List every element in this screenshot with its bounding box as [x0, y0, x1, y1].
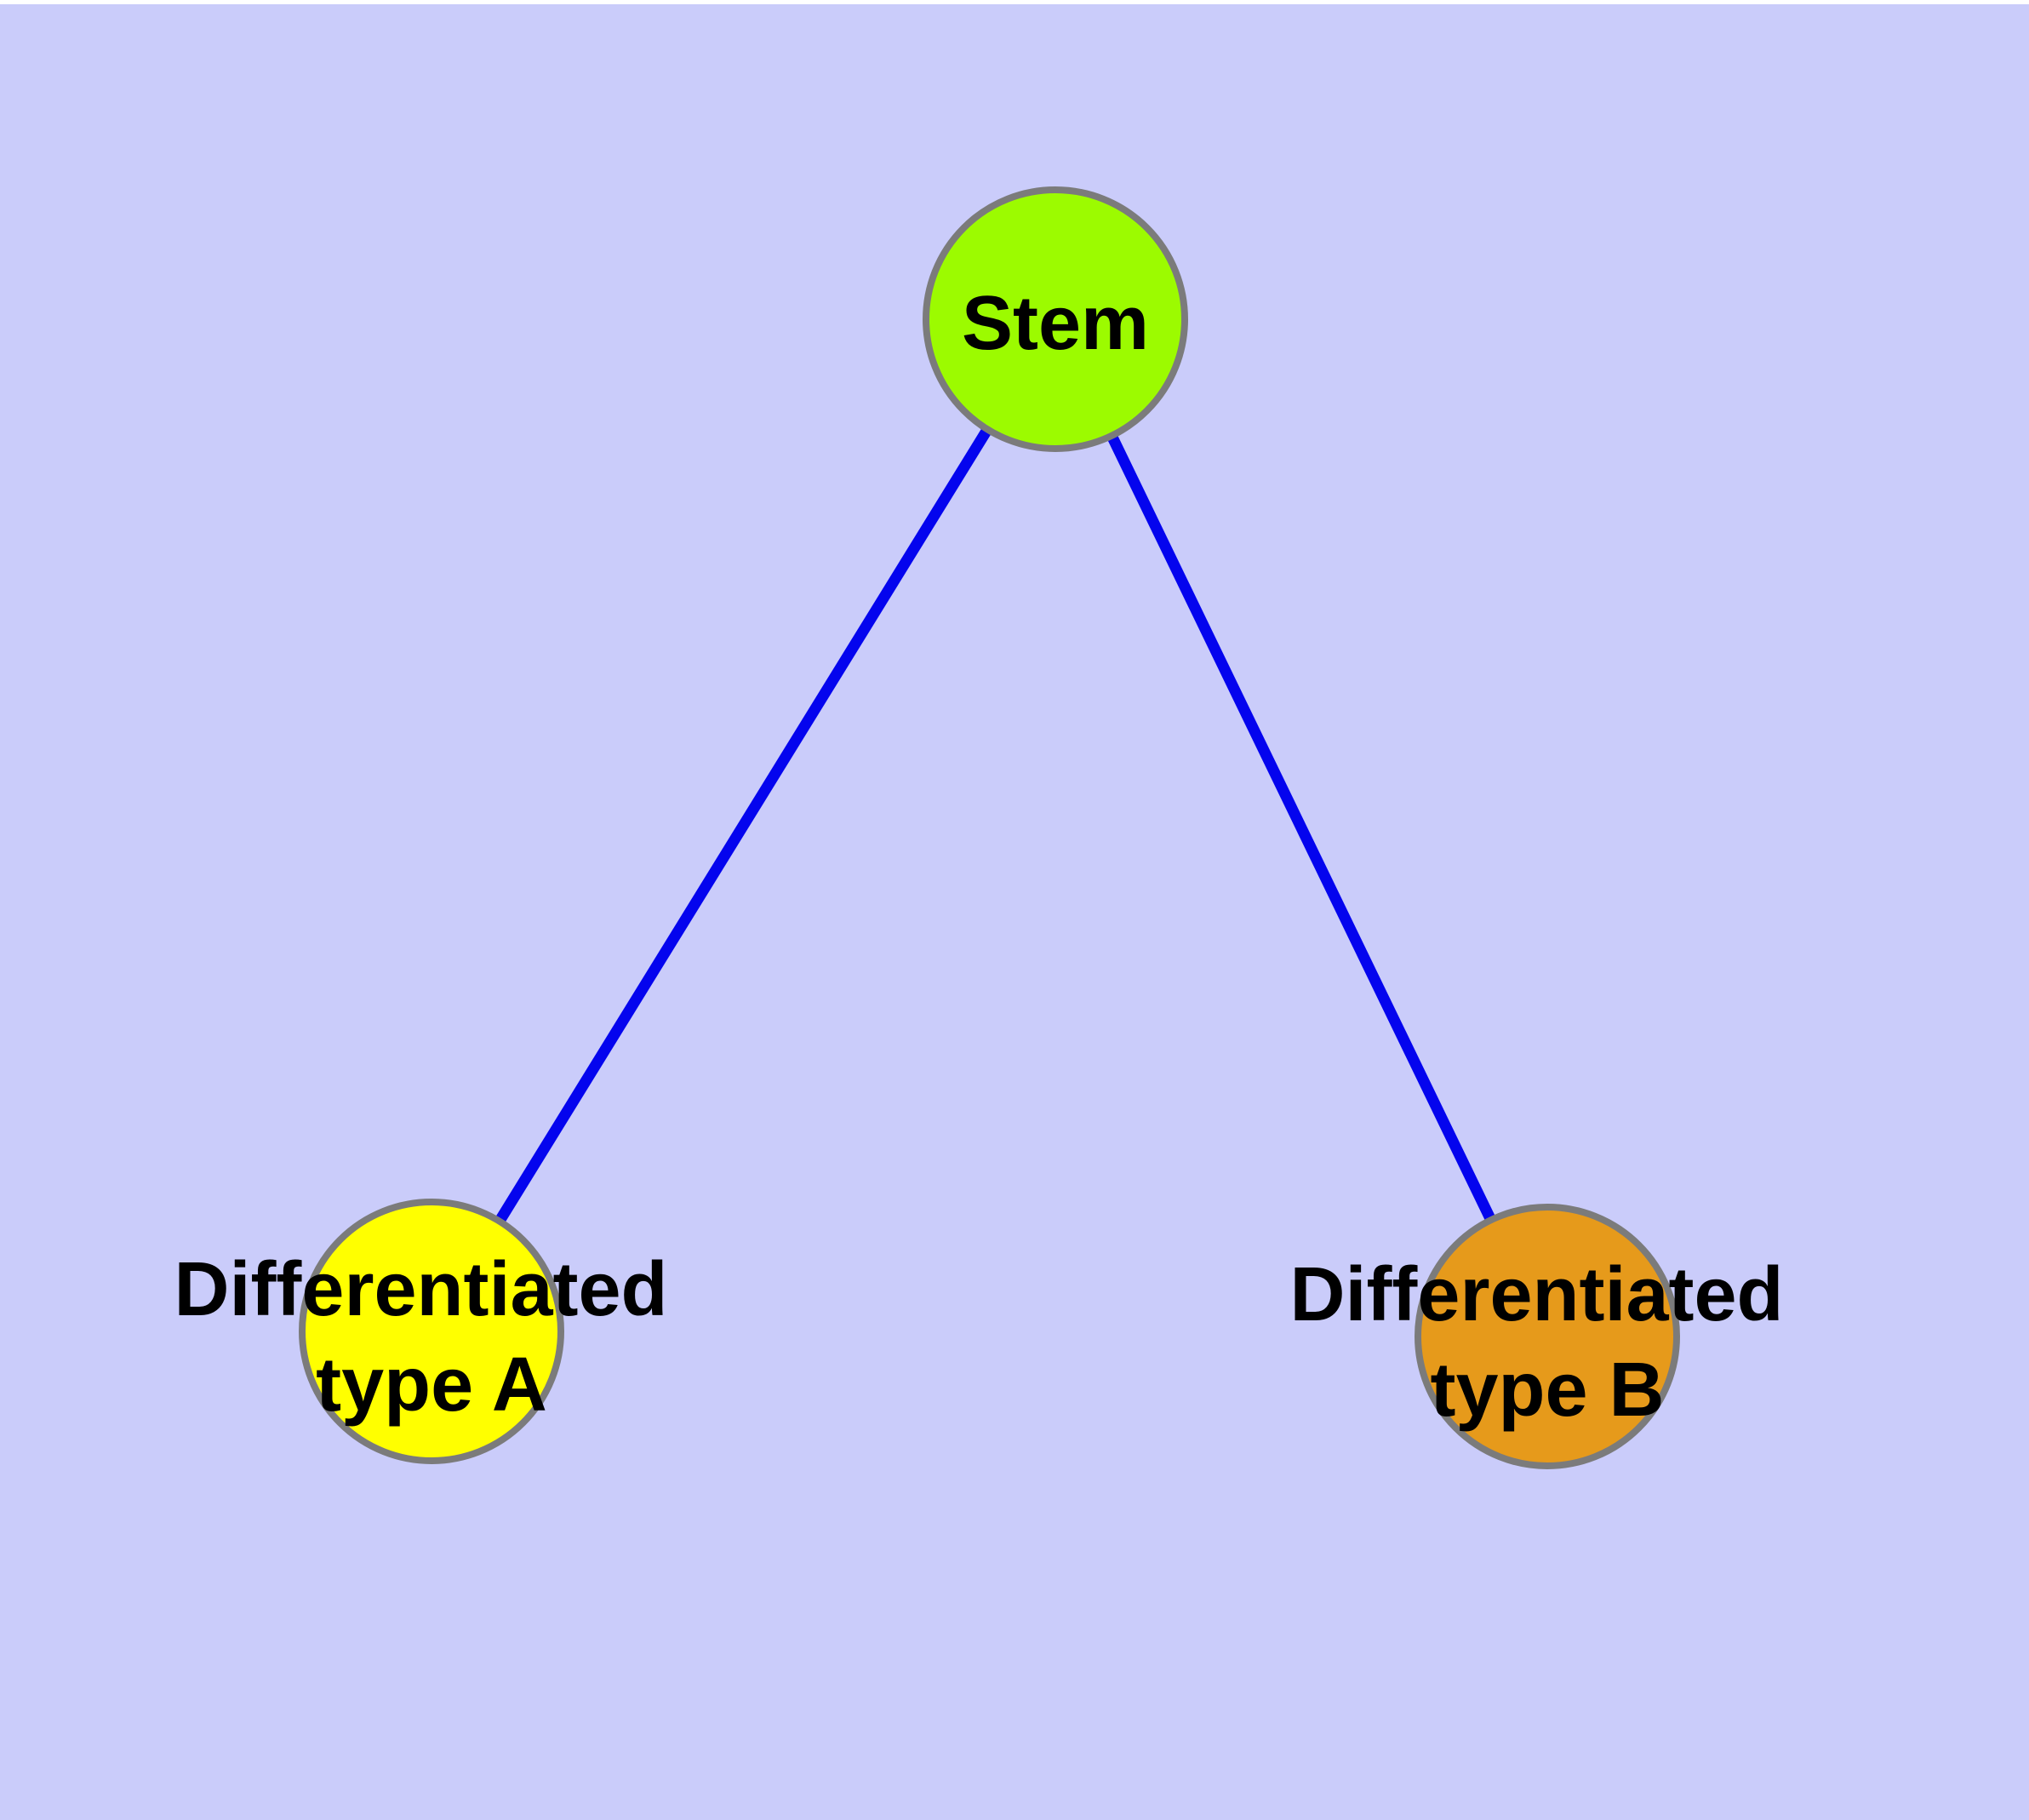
- canvas-top-border: [0, 0, 2029, 4]
- node-type-a-label-line1: Differentiated: [174, 1247, 667, 1332]
- node-type-b-label-line2: type B: [1430, 1348, 1664, 1433]
- node-type-a-label-line2: type A: [316, 1342, 547, 1428]
- node-stem: [923, 186, 1188, 452]
- node-type-a-label: Differentiated type A: [174, 1247, 689, 1428]
- edge-stem-to-type-b: [1050, 317, 1552, 1339]
- edge-stem-to-type-a: [426, 316, 1060, 1335]
- node-stem-label: Stem: [962, 281, 1149, 366]
- node-differentiated-type-b: [1415, 1204, 1680, 1469]
- node-type-b-label-line1: Differentiated: [1289, 1252, 1783, 1337]
- node-differentiated-type-a: [299, 1199, 564, 1464]
- node-type-b-label: Differentiated type B: [1289, 1252, 1804, 1433]
